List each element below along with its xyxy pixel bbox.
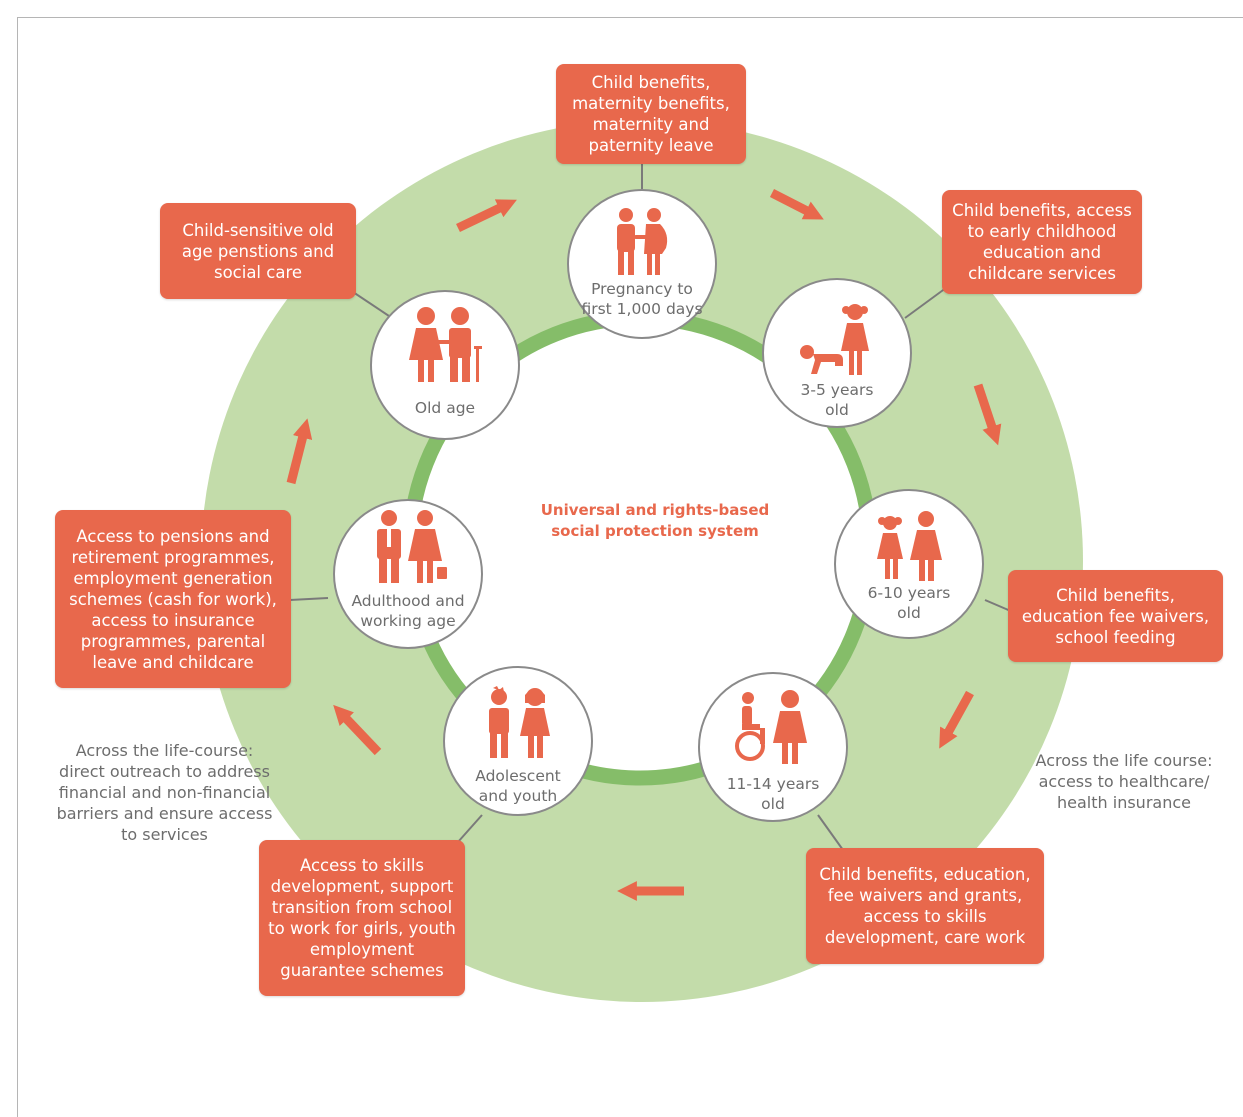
two-girls-icon: [877, 511, 942, 581]
note-left: Across the life-course: direct outreach …: [56, 741, 273, 844]
arrow-6: [333, 704, 382, 756]
stage-label: Adolescent and youth: [475, 767, 561, 805]
stage-3-5: 3-5 years old: [762, 278, 912, 428]
stage-label: 11-14 years old: [726, 775, 820, 813]
stage-label: Pregnancy to first 1,000 days: [581, 280, 703, 318]
center-title: Universal and rights-based social protec…: [540, 501, 770, 540]
benefit-box-11-14: Child benefits, education, fee waivers a…: [806, 848, 1044, 964]
boy-and-girl-icon: [489, 686, 550, 758]
stage-11-14: 11-14 years old: [698, 672, 848, 822]
connector-lines: [289, 160, 1014, 851]
stage-6-10: 6-10 years old: [834, 489, 984, 639]
benefit-box-pregnancy: Child benefits, maternity benefits, mate…: [556, 64, 746, 164]
crawling-baby-and-girl-icon: [800, 304, 869, 375]
elderly-couple-icon: [409, 307, 482, 382]
benefit-box-6-10: Child benefits, education fee waivers, s…: [1008, 570, 1223, 662]
wheelchair-user-and-girl-icon: [735, 690, 807, 764]
stage-label: Old age: [414, 399, 476, 417]
stage-pregnancy: Pregnancy to first 1,000 days: [567, 189, 717, 339]
stage-old-age: Old age: [370, 290, 520, 440]
arrow-2: [769, 188, 824, 220]
benefit-box-3-5: Child benefits, access to early childhoo…: [942, 190, 1142, 294]
man-and-woman-worker-icon: [377, 510, 447, 583]
benefit-box-old-age: Child-sensitive old age penstions and so…: [160, 203, 356, 299]
stage-adolescent: Adolescent and youth: [443, 666, 593, 816]
arrow-3: [973, 383, 1002, 446]
stage-label: 6-10 years old: [867, 584, 951, 622]
arrow-1: [456, 199, 517, 233]
stage-adulthood: Adulthood and working age: [333, 499, 483, 649]
benefit-box-adulthood: Access to pensions and retirement progra…: [55, 510, 291, 688]
cycle-arrows: [286, 188, 1002, 901]
benefit-box-adolescent: Access to skills development, support tr…: [259, 840, 465, 996]
arrow-4: [939, 690, 974, 749]
arrow-7: [286, 418, 313, 485]
figure-frame: [17, 17, 1243, 1117]
note-right: Across the life course: access to health…: [1035, 751, 1213, 812]
stage-label: Adulthood and working age: [351, 592, 465, 630]
man-and-pregnant-woman-icon: [617, 208, 668, 275]
stage-label: 3-5 years old: [800, 381, 874, 419]
